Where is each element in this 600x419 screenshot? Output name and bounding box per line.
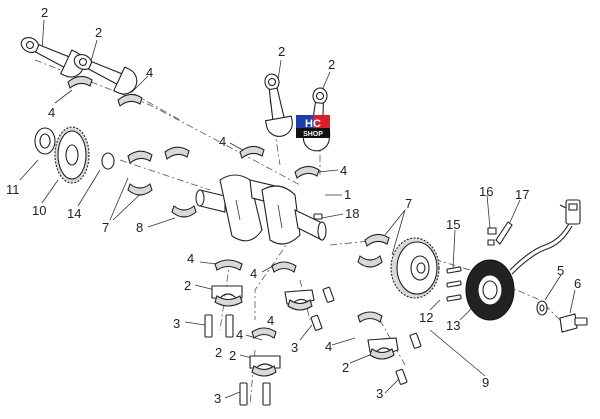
- stator: [465, 259, 515, 321]
- callout-4: 4: [48, 105, 55, 120]
- callout-2: 2: [95, 25, 102, 40]
- callout-5: 5: [557, 263, 564, 278]
- callout-4: 4: [146, 65, 153, 80]
- callout-18: 18: [345, 206, 359, 221]
- cable-clip: [487, 221, 513, 246]
- circlip: [101, 152, 115, 170]
- callout-4: 4: [250, 266, 257, 281]
- callout-2: 2: [229, 348, 236, 363]
- callout-2: 2: [41, 5, 48, 20]
- callout-2: 2: [184, 278, 191, 293]
- callout-10: 10: [32, 203, 46, 218]
- callout-3: 3: [214, 391, 221, 406]
- callout-3: 3: [376, 386, 383, 401]
- main-bearing-shells: [357, 233, 390, 268]
- callout-4: 4: [187, 251, 194, 266]
- dowel-pin: [313, 213, 323, 220]
- leader-lines: [19, 19, 576, 399]
- callout-15: 15: [446, 217, 460, 232]
- logo-hc-text: HC: [305, 118, 321, 130]
- bearing-shell: [239, 145, 320, 179]
- gear: [54, 126, 90, 184]
- washer: [536, 300, 548, 316]
- callout-7: 7: [102, 220, 109, 235]
- rod-cap-assembly: [271, 261, 335, 331]
- connecting-rod: [73, 54, 138, 95]
- callout-3: 3: [173, 316, 180, 331]
- flywheel-rotor: [390, 237, 440, 299]
- callout-14: 14: [67, 206, 81, 221]
- callout-13: 13: [446, 318, 460, 333]
- callout-8: 8: [136, 220, 143, 235]
- callout-12: 12: [419, 310, 433, 325]
- thrust-washer: [34, 127, 56, 155]
- crankshaft: [195, 174, 327, 245]
- wiring-harness: [509, 199, 581, 275]
- stator-bolts: [446, 266, 462, 302]
- callout-6: 6: [574, 276, 581, 291]
- rod-cap-assembly: [239, 327, 281, 406]
- hc-shop-logo: HC SHOP: [296, 115, 330, 138]
- flywheel-bolt: [559, 313, 588, 333]
- main-bearing-shells: [127, 146, 197, 218]
- callout-2: 2: [328, 57, 335, 72]
- callout-7: 7: [405, 196, 412, 211]
- callout-3: 3: [291, 340, 298, 355]
- rod-cap-assembly: [204, 259, 243, 338]
- callout-1: 1: [344, 187, 351, 202]
- callout-2: 2: [215, 345, 222, 360]
- callout-16: 16: [479, 184, 493, 199]
- callout-2: 2: [342, 360, 349, 375]
- callout-17: 17: [515, 187, 529, 202]
- callout-4: 4: [219, 134, 226, 149]
- callout-4: 4: [340, 163, 347, 178]
- logo-shop-text: SHOP: [303, 131, 323, 138]
- callout-9: 9: [482, 375, 489, 390]
- connecting-rod: [264, 73, 293, 137]
- bearing-shell: [67, 75, 143, 107]
- callout-4: 4: [236, 327, 243, 342]
- callout-2: 2: [278, 44, 285, 59]
- rod-cap-assembly: [357, 311, 422, 385]
- callout-11: 11: [6, 182, 20, 197]
- callout-4: 4: [325, 339, 332, 354]
- callout-labels: 2 2 4 4 2 2 4 4 1 18 11 10 14 7 8 7 16 1…: [6, 5, 581, 406]
- callout-4: 4: [267, 313, 274, 328]
